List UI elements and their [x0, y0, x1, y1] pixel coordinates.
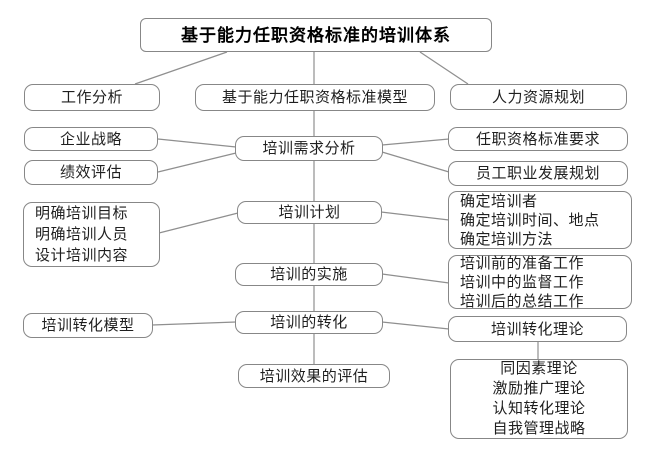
node-training-transfer: 培训的转化	[235, 311, 383, 334]
node-performance-evaluation: 绩效评估	[24, 160, 158, 185]
node-training-evaluation: 培训效果的评估	[238, 364, 390, 388]
node-transfer-model: 培训转化模型	[23, 313, 153, 338]
node-corporate-strategy: 企业战略	[24, 127, 158, 151]
node-job-analysis: 工作分析	[24, 84, 160, 111]
node-implementation-tasks: 培训前的准备工作 培训中的监督工作 培训后的总结工作	[448, 255, 632, 310]
node-plan-inputs: 明确培训目标 明确培训人员 设计培训内容	[23, 202, 160, 267]
node-competency-model: 基于能力任职资格标准模型	[195, 84, 435, 111]
node-plan-details: 确定培训者 确定培训时间、地点 确定培训方法	[448, 191, 632, 249]
node-training-implementation: 培训的实施	[235, 263, 383, 286]
node-transfer-theories-list: 同因素理论 激励推广理论 认知转化理论 自我管理战略	[450, 359, 628, 439]
node-qualification-requirements: 任职资格标准要求	[448, 127, 628, 151]
node-career-development: 员工职业发展规划	[448, 161, 628, 186]
node-hr-planning: 人力资源规划	[450, 84, 627, 110]
node-training-plan: 培训计划	[237, 201, 382, 224]
node-title: 基于能力任职资格标准的培训体系	[140, 18, 492, 52]
node-training-needs-analysis: 培训需求分析	[235, 136, 383, 161]
node-transfer-theory: 培训转化理论	[448, 316, 627, 342]
